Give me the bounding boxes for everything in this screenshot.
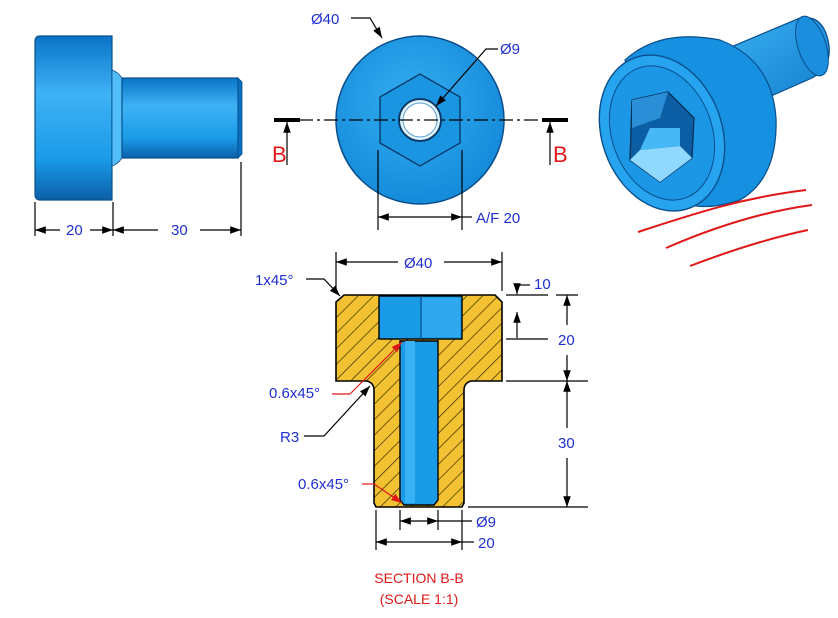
side-view-head bbox=[34, 35, 113, 201]
front-view: B B Ø40 Ø9 A/F 20 bbox=[272, 11, 568, 230]
dim-hole-diameter: Ø9 bbox=[500, 41, 520, 58]
dim-bottom-chamfer: 0.6x45° bbox=[298, 476, 349, 493]
side-view: 20 30 bbox=[34, 35, 243, 239]
dim-head-height: 20 bbox=[558, 332, 575, 349]
dim-fillet-radius: R3 bbox=[280, 429, 299, 446]
dim-outer-diameter: Ø40 bbox=[311, 11, 339, 28]
dim-socket-depth: 10 bbox=[534, 276, 551, 293]
side-view-fillet bbox=[111, 69, 123, 167]
cut-label-right: B bbox=[553, 142, 568, 167]
section-title: SECTION B-B bbox=[374, 570, 463, 586]
dim-top-chamfer: 1x45° bbox=[255, 272, 294, 289]
dim-bore-diameter: Ø9 bbox=[476, 514, 496, 531]
side-view-shank bbox=[121, 77, 239, 159]
dim-across-flats: A/F 20 bbox=[476, 210, 520, 227]
dim-shank-length: 30 bbox=[171, 222, 188, 239]
cut-label-left: B bbox=[272, 142, 287, 167]
section-scale: (SCALE 1:1) bbox=[380, 591, 459, 607]
dim-head-length: 20 bbox=[66, 222, 83, 239]
dim-top-diameter: Ø40 bbox=[404, 255, 432, 272]
dim-inner-chamfer: 0.6x45° bbox=[269, 385, 320, 402]
section-view: Ø40 1x45° 10 20 30 0.6x45° R3 0.6x45° bbox=[255, 252, 588, 607]
dim-shank-height: 30 bbox=[558, 435, 575, 452]
isometric-view bbox=[598, 15, 830, 267]
dim-shank-diameter: 20 bbox=[478, 535, 495, 552]
